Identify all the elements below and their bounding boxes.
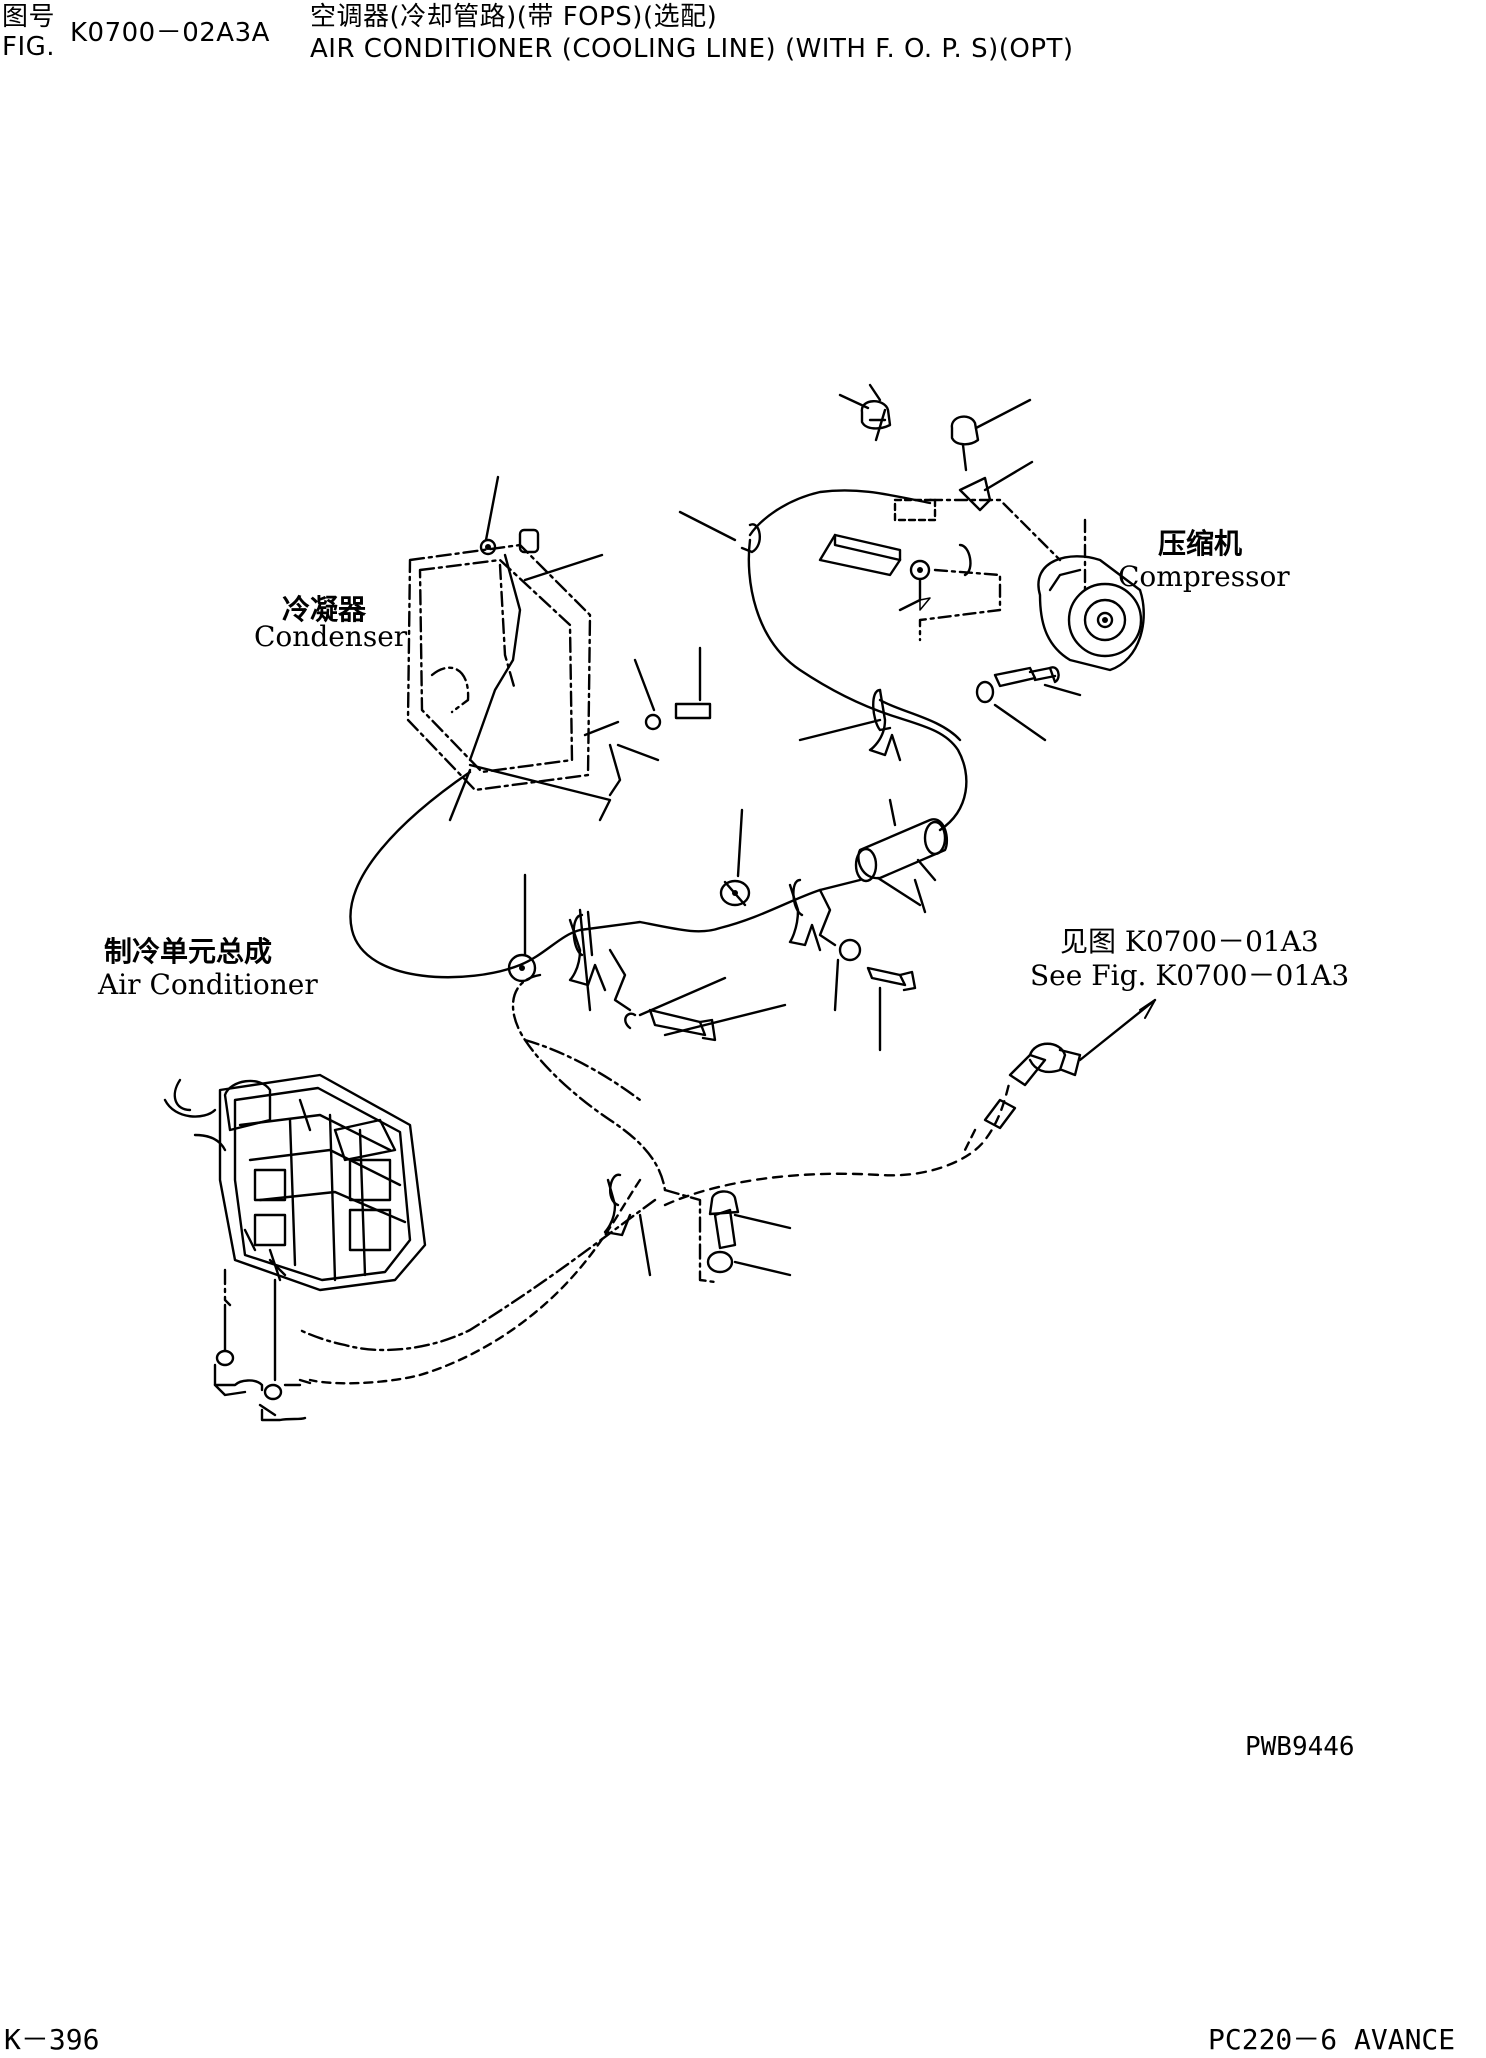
drawing-code: PWB9446 bbox=[1245, 1732, 1355, 1762]
receiver-bracket bbox=[833, 533, 902, 562]
title-cn: 空调器(冷却管路)(带 FOPS)(选配) bbox=[310, 2, 718, 32]
see-fig-label-cn: 见图 K0700－01A3 bbox=[1060, 925, 1319, 958]
compressor-drawing bbox=[1037, 555, 1145, 672]
hose-condenser-to-unit bbox=[349, 770, 862, 979]
title-en: AIR CONDITIONER (COOLING LINE) (WITH F. … bbox=[310, 34, 1074, 64]
figure-number: K0700－02A3A bbox=[70, 18, 270, 48]
see-fig-label-en: See Fig. K0700－01A3 bbox=[1030, 959, 1350, 992]
hose-compressor-line bbox=[747, 489, 968, 832]
receiver-drier bbox=[854, 818, 949, 907]
page-number: K－396 bbox=[4, 2023, 100, 2056]
hose-dashdot bbox=[511, 973, 667, 1192]
air-conditioner-unit bbox=[163, 1073, 427, 1292]
fig-en-prefix: FIG. bbox=[2, 32, 56, 62]
condenser-unit bbox=[406, 543, 592, 792]
compressor-label-cn: 压缩机 bbox=[1158, 527, 1243, 560]
condenser-label-en: Condenser bbox=[254, 620, 408, 653]
air-conditioner-label-cn: 制冷单元总成 bbox=[104, 935, 273, 968]
connector-right bbox=[1008, 1053, 1047, 1087]
fig-cn-prefix: 图号 bbox=[2, 2, 56, 32]
condenser-label-cn: 冷凝器 bbox=[282, 593, 367, 626]
condenser-pipe bbox=[468, 553, 522, 762]
compressor-label-en: Compressor bbox=[1118, 560, 1290, 593]
air-conditioner-label-en: Air Conditioner bbox=[98, 968, 318, 1001]
model-name: PC220－6 AVANCE bbox=[1208, 2023, 1456, 2056]
